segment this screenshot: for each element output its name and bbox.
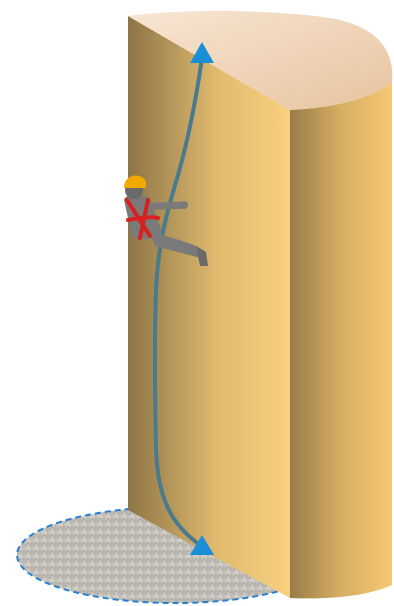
rock-front-face [128, 16, 290, 598]
climber-arm [148, 205, 183, 206]
rock-side-face [290, 82, 392, 598]
